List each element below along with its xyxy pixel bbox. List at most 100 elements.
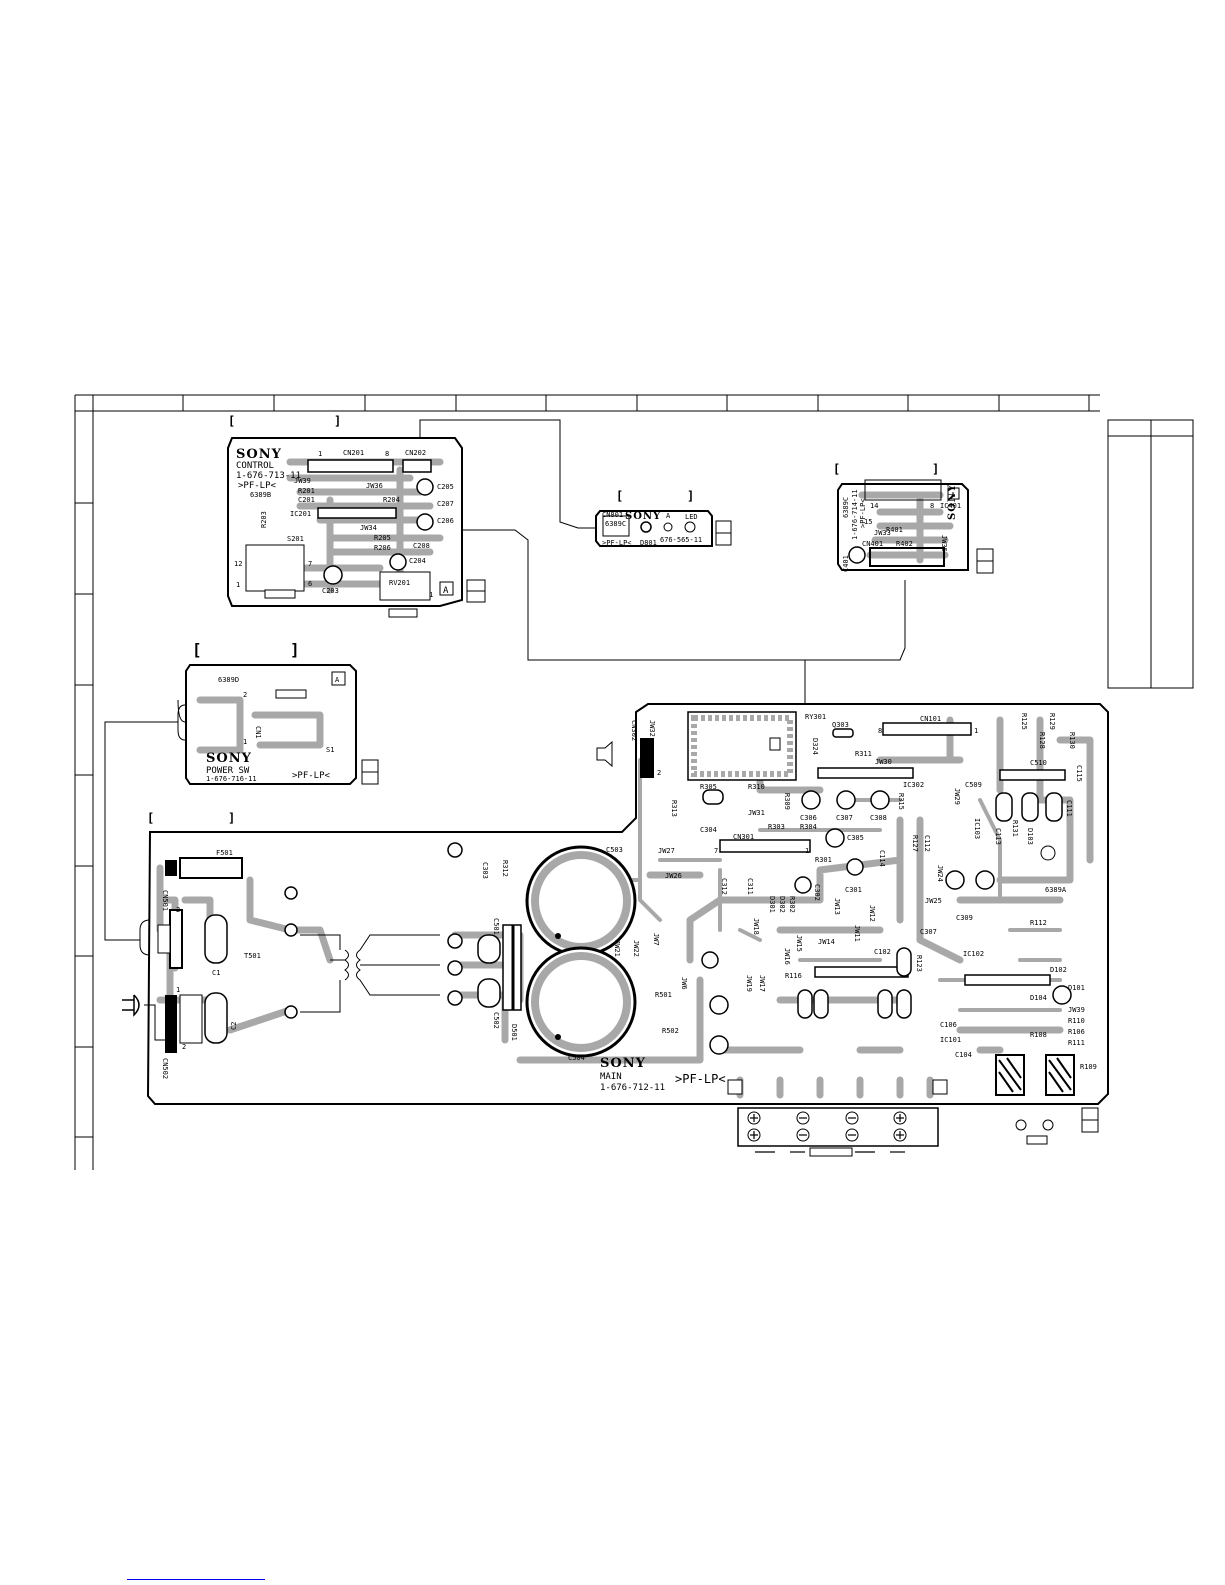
control-c207: C207 [437, 500, 454, 508]
control-board-letter: A [443, 586, 449, 596]
main-r310: R310 [748, 783, 765, 791]
sensor-board: [ ] 6389C 1-676-714-11 >PF-LP< IC401 R40… [833, 462, 994, 574]
led-lot: 6389C [605, 520, 626, 528]
main-pin-1c: 1 [176, 986, 180, 994]
main-d301: D301 [768, 896, 776, 913]
main-brand: SONY [600, 1056, 646, 1071]
main-pin-2: 2 [657, 769, 661, 777]
main-cn501: CN501 [161, 890, 169, 911]
control-board-lot: 6389B [250, 491, 271, 499]
sensor-r402: R402 [896, 540, 913, 548]
main-cn301: CN301 [733, 833, 754, 841]
led-code: >PF-LP< [602, 539, 632, 547]
main-pin-2c: 2 [182, 1043, 186, 1051]
power-sw-board-letter: A [335, 676, 340, 684]
main-r129: R125 [1020, 713, 1028, 730]
main-ic103: C509 [965, 781, 982, 789]
control-r201: R201 [298, 487, 315, 495]
main-jw37: D104 [1030, 994, 1047, 1002]
main-c305: C305 [847, 834, 864, 842]
main-c107: R123 [915, 955, 923, 972]
main-pin-2b: 2 [176, 906, 180, 914]
main-c102: JW16 [783, 948, 791, 965]
main-c307: C307 [836, 814, 853, 822]
main-j101: R109 [1080, 1063, 1097, 1071]
sensor-r401: R401 [886, 526, 903, 534]
main-t501: T501 [244, 952, 261, 960]
power-sw-code: >PF-LP< [292, 771, 331, 781]
main-c308: C308 [870, 814, 887, 822]
led-diode: D801 [640, 539, 657, 547]
control-r203: R203 [260, 511, 268, 528]
main-cn101: CN101 [920, 715, 941, 723]
main-r124: JW14 [818, 938, 835, 946]
main-c509: R130 [1068, 732, 1076, 749]
power-sw-pin-1: 1 [243, 738, 247, 746]
control-rv201: RV201 [389, 579, 410, 587]
main-c502: C502 [492, 1012, 500, 1029]
svg-text:[: [ [147, 811, 154, 825]
main-ic101: D102 [1050, 966, 1067, 974]
main-jw21: JW21 [613, 940, 621, 957]
control-c203: C203 [322, 587, 339, 595]
main-c304: C304 [700, 826, 717, 834]
sensor-part: 1-676-714-11 [851, 489, 859, 540]
led-board: [ ] CN801 6389C SONY LED >PF-LP< D801 67… [595, 489, 732, 547]
main-c115: R129 [1048, 713, 1056, 730]
main-jw24: R127 [911, 835, 919, 852]
main-jw17: JW17 [758, 975, 766, 992]
main-pin-8: 8 [878, 727, 882, 735]
main-c306: C306 [800, 814, 817, 822]
control-s201: S201 [287, 535, 304, 543]
svg-text:]: ] [687, 489, 694, 503]
main-jw18: JW18 [752, 918, 760, 935]
main-jw31: JW31 [748, 809, 765, 817]
main-jw22: JW22 [632, 940, 640, 957]
main-c114: C111 [1065, 800, 1073, 817]
control-board-part: 1-676-713-11 [236, 471, 301, 481]
main-board: [ ] [122, 703, 1109, 1157]
control-pin-8: 8 [385, 450, 389, 458]
control-pin-1c: 1 [429, 591, 433, 599]
led-brand: SONY [625, 511, 661, 522]
power-sw-brand: SONY [206, 751, 252, 766]
sensor-brand: SONY [947, 484, 958, 520]
main-jw7: JW7 [652, 933, 660, 946]
main-jw23: C112 [923, 835, 931, 852]
control-ic201: IC201 [290, 510, 311, 518]
svg-text:]: ] [932, 462, 939, 476]
footer-link-underline[interactable] [127, 1579, 265, 1580]
main-r303: R303 [768, 823, 785, 831]
sensor-code: >PF-LP< [859, 498, 867, 528]
main-r304: R304 [800, 823, 817, 831]
main-jw1: R108 [1030, 1031, 1047, 1039]
sensor-lot: 6389C [842, 497, 850, 518]
main-r127: R131 [1011, 820, 1019, 837]
control-jw39: JW39 [294, 477, 311, 485]
main-c301: C301 [845, 886, 862, 894]
main-r305: R305 [700, 783, 717, 791]
main-pin-7: 7 [714, 847, 718, 855]
sensor-pin-15: 15 [864, 518, 872, 526]
main-jw28: C115 [1075, 765, 1083, 782]
sensor-board-letter: A [951, 491, 956, 499]
main-r502: R502 [662, 1027, 679, 1035]
main-jw5: C106 [940, 1021, 957, 1029]
main-d324: D324 [811, 738, 819, 755]
main-f501: F501 [216, 849, 233, 857]
main-ic302: IC302 [903, 781, 924, 789]
main-r315: R315 [897, 793, 905, 810]
main-r501: R501 [655, 991, 672, 999]
main-board-lot: 6389A [1045, 886, 1067, 894]
main-r110: IC102 [963, 950, 984, 958]
svg-text:[: [ [192, 640, 202, 659]
control-board-code: >PF-LP< [238, 481, 277, 491]
led-board-letter: A [666, 512, 671, 520]
grid-frame [74, 394, 1100, 1170]
main-r114: R110 [1068, 1017, 1085, 1025]
main-pin-1: 1 [974, 727, 978, 735]
svg-text:[: [ [833, 462, 840, 476]
main-c302: C302 [813, 884, 821, 901]
power-sw-s1: S1 [326, 746, 334, 754]
